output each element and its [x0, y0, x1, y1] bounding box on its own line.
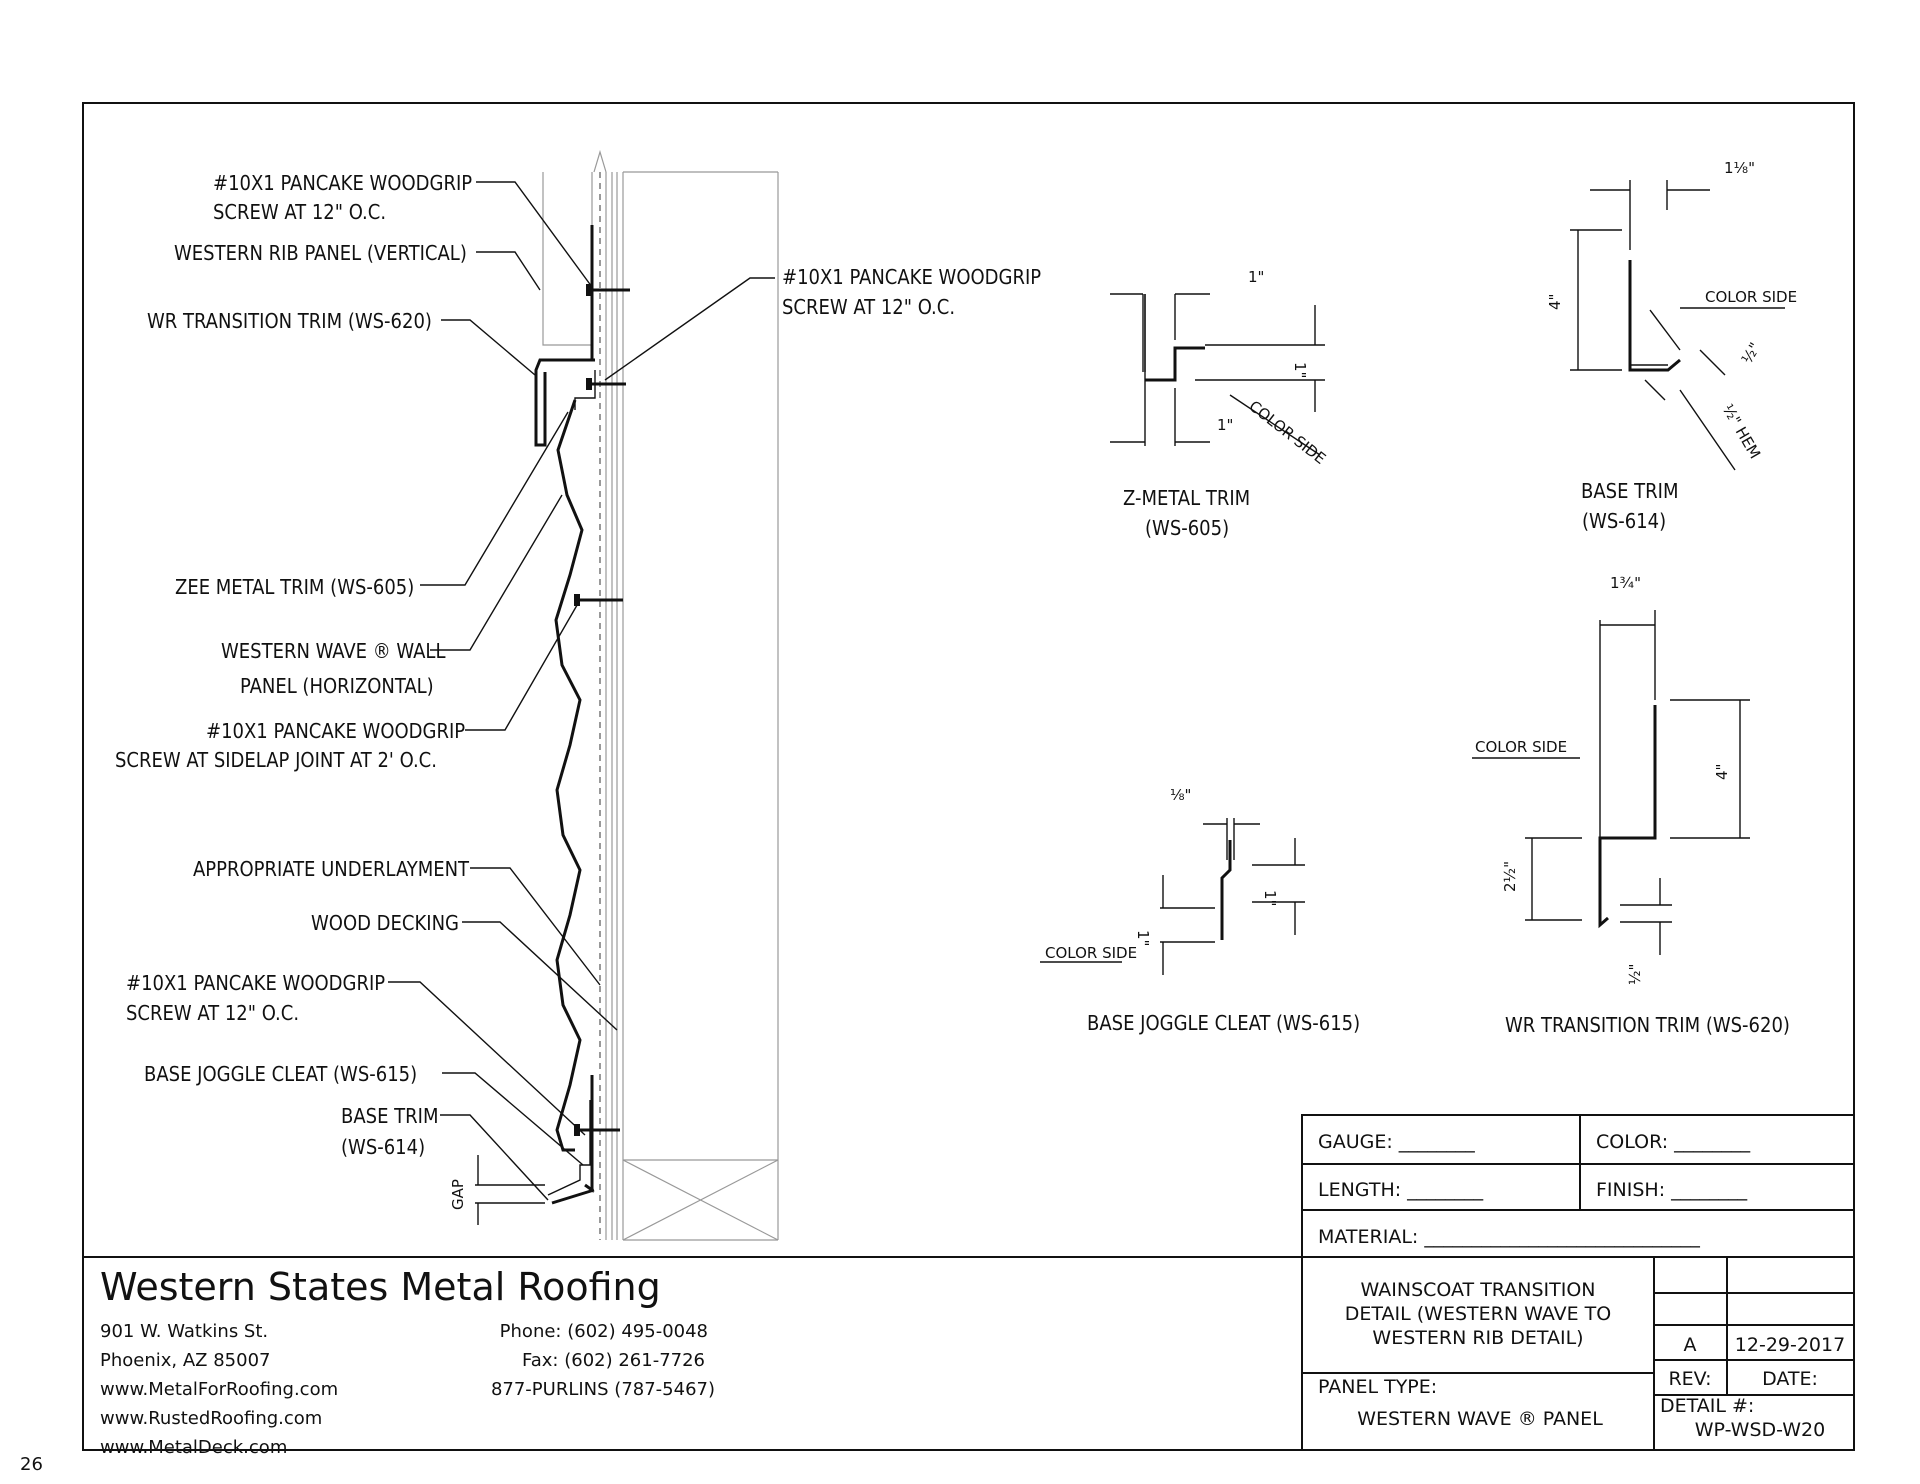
rev-value: A: [1684, 1334, 1697, 1356]
wave-panel-profile: [554, 399, 584, 1152]
field-material: MATERIAL: _____________________________: [1318, 1226, 1700, 1248]
base-trim-height: 4": [1546, 294, 1564, 310]
detail-number: WP-WSD-W20: [1695, 1419, 1825, 1441]
date-value: 12-29-2017: [1735, 1334, 1845, 1356]
wr-trim-title: WR TRANSITION TRIM (WS-620): [1505, 1013, 1790, 1037]
panel-type-label: PANEL TYPE:: [1318, 1376, 1437, 1398]
drawing-title-line2: DETAIL (WESTERN WAVE TO: [1345, 1303, 1611, 1325]
field-length: LENGTH: ________: [1318, 1179, 1484, 1201]
base-cleat-one-right: 1": [1261, 890, 1279, 906]
callout-screw-side-line2: SCREW AT SIDELAP JOINT AT 2' O.C.: [115, 748, 437, 772]
z-trim-dim-side: 1": [1291, 362, 1309, 378]
callout-wr-trim: WR TRANSITION TRIM (WS-620): [147, 309, 432, 333]
callout-underlayment: APPROPRIATE UNDERLAYMENT: [193, 857, 470, 881]
company-tollfree: 877-PURLINS (787-5467): [491, 1379, 715, 1400]
detail-base-trim: 1⅛" 4" COLOR SIDE ½" ½" HEM BASE TRIM (W…: [1546, 159, 1797, 533]
wr-trim-width: 1¾": [1610, 574, 1641, 592]
base-trim-title-line1: BASE TRIM: [1581, 479, 1678, 503]
field-color: COLOR: ________: [1596, 1131, 1751, 1153]
callout-gap: GAP: [449, 1179, 467, 1210]
base-trim-title-line2: (WS-614): [1582, 509, 1666, 533]
field-finish: FINISH: ________: [1596, 1179, 1748, 1201]
z-trim-title-line1: Z-METAL TRIM: [1123, 486, 1250, 510]
page-number: 26: [20, 1454, 43, 1475]
callout-screw-bot-line1: #10X1 PANCAKE WOODGRIP: [126, 971, 385, 995]
company-street: 901 W. Watkins St.: [100, 1321, 268, 1342]
wr-trim-color-side: COLOR SIDE: [1475, 738, 1567, 756]
company-name: Western States Metal Roofing: [100, 1265, 661, 1309]
base-cleat-one-left: 1": [1134, 930, 1152, 946]
field-gauge: GAUGE: ________: [1318, 1131, 1475, 1153]
wr-trim-half: ½": [1626, 964, 1644, 985]
wall-section: #10X1 PANCAKE WOODGRIP SCREW AT 12" O.C.…: [115, 149, 1041, 1241]
company-web-1: www.MetalForRoofing.com: [100, 1379, 338, 1400]
callout-rib-panel: WESTERN RIB PANEL (VERTICAL): [174, 241, 467, 265]
callout-base-trim-line2: (WS-614): [341, 1135, 425, 1159]
callout-decking: WOOD DECKING: [311, 911, 459, 935]
callout-wave-panel-line2: PANEL (HORIZONTAL): [240, 674, 434, 698]
wr-trim-height: 4": [1713, 764, 1731, 780]
callout-screw-top-line2: SCREW AT 12" O.C.: [213, 200, 386, 224]
drawing-border: [82, 102, 1855, 1451]
callout-wave-panel-line1: WESTERN WAVE ® WALL: [221, 639, 445, 663]
detail-label: DETAIL #:: [1660, 1395, 1754, 1417]
detail-z-trim: 1" 1" 1" COLOR SIDE Z-METAL TRIM (WS-605…: [1110, 268, 1329, 540]
screw-mid: [586, 378, 626, 390]
z-trim-dim-top: 1": [1248, 268, 1264, 286]
callout-base-cleat: BASE JOGGLE CLEAT (WS-615): [144, 1062, 417, 1086]
callout-screw-right-line2: SCREW AT 12" O.C.: [782, 295, 955, 319]
wr-trim-lower: 2½": [1501, 861, 1519, 892]
company-web-3: www.MetalDeck.com: [100, 1437, 287, 1458]
company-web-2: www.RustedRoofing.com: [100, 1408, 322, 1429]
detail-wr-trim: 1¾" 4" 2½" ½" COLOR SIDE WR TRANSITION T…: [1472, 574, 1790, 1037]
base-trim-half: ½": [1738, 339, 1764, 367]
drawing-title-line3: WESTERN RIB DETAIL): [1372, 1327, 1583, 1349]
title-block: GAUGE: ________ COLOR: ________ LENGTH: …: [83, 1114, 1855, 1458]
drawing-title-line1: WAINSCOAT TRANSITION: [1361, 1279, 1596, 1301]
base-cleat-title: BASE JOGGLE CLEAT (WS-615): [1087, 1011, 1360, 1035]
detail-base-cleat: ⅛" 1" 1" COLOR SIDE BASE JOGGLE CLEAT (W…: [1040, 786, 1360, 1035]
base-cleat-eighth: ⅛": [1170, 786, 1191, 804]
panel-type-value: WESTERN WAVE ® PANEL: [1357, 1408, 1603, 1430]
callout-base-trim-line1: BASE TRIM: [341, 1104, 438, 1128]
z-trim-title-line2: (WS-605): [1145, 516, 1229, 540]
base-cleat-color-side: COLOR SIDE: [1045, 944, 1137, 962]
z-trim-dim-bottom: 1": [1217, 416, 1233, 434]
screw-sidelap: [574, 594, 623, 606]
screw-bottom: [574, 1124, 620, 1136]
callout-screw-right-line1: #10X1 PANCAKE WOODGRIP: [782, 265, 1041, 289]
base-trim-hem: ½" HEM: [1719, 401, 1765, 462]
date-label: DATE:: [1762, 1368, 1818, 1390]
callout-screw-top-line1: #10X1 PANCAKE WOODGRIP: [213, 171, 472, 195]
base-trim-width: 1⅛": [1724, 159, 1755, 177]
company-phone: Phone: (602) 495-0048: [500, 1321, 708, 1342]
z-trim-color-side: COLOR SIDE: [1246, 397, 1330, 468]
base-trim-color-side: COLOR SIDE: [1705, 288, 1797, 306]
company-fax: Fax: (602) 261-7726: [522, 1350, 705, 1371]
screw-top: [586, 284, 630, 296]
callout-screw-bot-line2: SCREW AT 12" O.C.: [126, 1001, 299, 1025]
rev-label: REV:: [1668, 1368, 1711, 1390]
company-city: Phoenix, AZ 85007: [100, 1350, 270, 1371]
callout-screw-side-line1: #10X1 PANCAKE WOODGRIP: [206, 719, 465, 743]
callout-zee-trim: ZEE METAL TRIM (WS-605): [175, 575, 414, 599]
